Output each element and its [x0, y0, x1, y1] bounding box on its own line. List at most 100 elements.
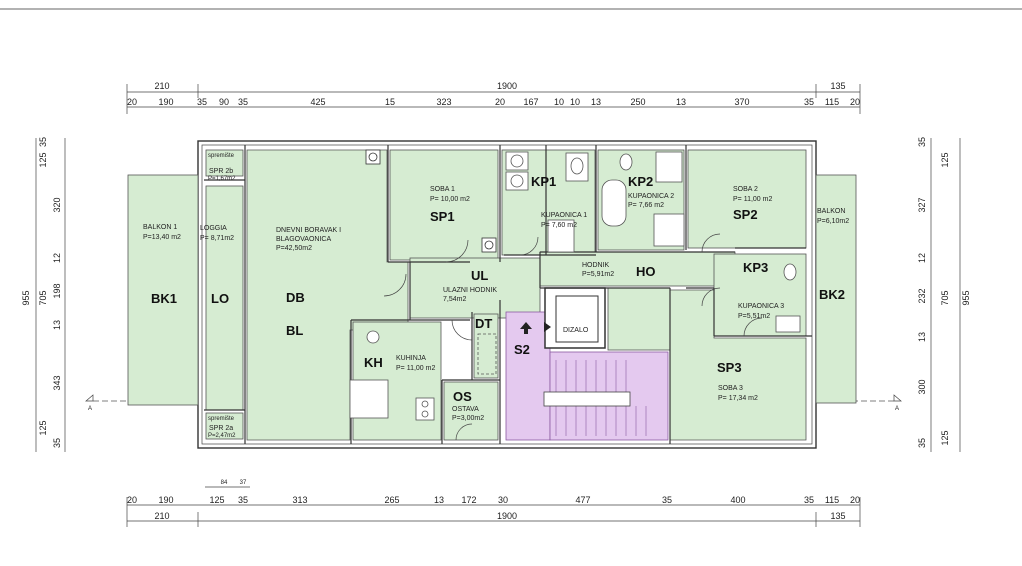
kp1-name: KUPAONICA 1	[541, 212, 587, 219]
dim-left-5: 13	[52, 320, 62, 330]
dim-top-total-1: 210	[154, 81, 169, 91]
dim-bottom-7: 172	[461, 495, 476, 505]
dim-left-8: 35	[52, 438, 62, 448]
dim-bottom-12: 35	[804, 495, 814, 505]
bottom-dimensions: 84 37 20 190 125 35 313 265 13 172 30 47…	[126, 480, 861, 527]
dim-left-6: 343	[52, 375, 62, 390]
room-spr2a	[205, 412, 244, 440]
dim-left-4: 198	[52, 283, 62, 298]
stove-icon	[415, 397, 435, 421]
dim-bottom-9: 477	[575, 495, 590, 505]
doors	[383, 233, 763, 441]
dim-left-0: 35	[38, 137, 48, 147]
room-sp1	[389, 149, 499, 261]
dim-right-total: 955	[961, 290, 971, 305]
sink-kp3-icon	[775, 315, 801, 333]
kh-code: KH	[364, 355, 383, 370]
sp1-name: SOBA 1	[430, 186, 455, 193]
dim-bottom-total-1: 210	[154, 511, 169, 521]
dim-bottom-13: 115	[825, 495, 839, 505]
dim-bottom-0: 20	[127, 495, 137, 505]
sink-kp1-icon	[547, 219, 575, 253]
dim-bottom-5: 265	[384, 495, 399, 505]
dim-right-5: 13	[917, 332, 927, 342]
toilet-kp2-icon	[619, 153, 633, 171]
room-spr2b	[205, 149, 244, 177]
kp1-area: P= 7,60 m2	[541, 222, 577, 229]
dim-top-10: 10	[554, 97, 564, 107]
bk1-name: BALKON 1	[143, 224, 177, 231]
sp1-area: P= 10,00 m2	[430, 196, 470, 203]
dim-left-1: 125	[38, 152, 48, 167]
dim-bottom-total-2: 1900	[497, 511, 517, 521]
sp2-area: P= 11,00 m2	[733, 196, 772, 203]
dim-right-3: 12	[917, 253, 927, 263]
sp3-area: P= 17,34 m2	[718, 395, 758, 402]
kp2-name: KUPAONICA 2	[628, 193, 674, 200]
sp3-code: SP3	[717, 360, 742, 375]
dim-bottom-10: 35	[662, 495, 672, 505]
os-code: OS	[453, 389, 472, 404]
kp3-code: KP3	[743, 260, 768, 275]
dim-top-6: 15	[385, 97, 395, 107]
vent-icon	[481, 237, 497, 253]
inner-walls	[204, 145, 812, 444]
section-marker-right: A	[895, 406, 899, 412]
db-name-2: BLAGOVAONICA	[276, 236, 331, 243]
section-marker-left: A	[88, 406, 92, 412]
chimney-icon	[365, 149, 381, 165]
dim-left-7: 125	[38, 420, 48, 435]
kitchen-island	[349, 379, 389, 419]
toilet-kp3-icon	[783, 263, 797, 281]
dim-top-12: 13	[591, 97, 601, 107]
sp2-name: SOBA 2	[733, 186, 758, 193]
dim-bottom-small-2: 37	[240, 480, 247, 486]
room-ho	[539, 251, 736, 287]
dim-bottom-6: 13	[434, 495, 444, 505]
bk1-area: P=13,40 m2	[143, 234, 181, 241]
dim-top-total-2: 1900	[497, 81, 517, 91]
room-bk1	[127, 174, 199, 406]
sp3-name: SOBA 3	[718, 385, 743, 392]
dim-bottom-total-3: 135	[830, 511, 845, 521]
dim-bottom-2: 125	[209, 495, 224, 505]
labels: BALKON 1 P=13,40 m2 BK1 LOGGIA P= 8,71m2…	[143, 153, 849, 439]
dim-right-2: 327	[917, 197, 927, 212]
dim-top-7: 323	[436, 97, 451, 107]
dim-top-3: 90	[219, 97, 229, 107]
kitchen-sink-icon	[366, 330, 380, 344]
elevator-arrow-icon	[544, 322, 551, 332]
ul-area: 7,54m2	[443, 296, 466, 303]
dim-top-2: 35	[197, 97, 207, 107]
lo-code: LO	[211, 291, 229, 306]
bk2-area: P=6,10m2	[817, 218, 849, 225]
s2-code: S2	[514, 342, 530, 357]
dim-right-0: 35	[917, 137, 927, 147]
dim-left-2: 320	[52, 197, 62, 212]
dim-right-mid: 705	[940, 290, 950, 305]
sink-kp2-icon	[653, 213, 685, 247]
room-loggia	[205, 185, 244, 411]
bl-code: BL	[286, 323, 303, 338]
dim-bottom-4: 313	[292, 495, 307, 505]
room-ul	[409, 257, 541, 319]
dim-left-mid: 705	[38, 290, 48, 305]
top-dimensions: 210 1900 135 20 190 35 90 35 425 15 323 …	[126, 81, 861, 114]
bk2-name: BALKON	[817, 208, 845, 215]
bk2-code: BK2	[819, 287, 845, 302]
spr2b-area: P=1,67m2	[208, 176, 236, 182]
sp1-code: SP1	[430, 209, 455, 224]
lo-area: P= 8,71m2	[200, 235, 234, 242]
kh-area: P= 11,00 m2	[396, 365, 435, 372]
dim-bottom-3: 35	[238, 495, 248, 505]
spr2a-area: P=2,47m2	[208, 433, 236, 439]
elevator-car	[555, 295, 599, 343]
dim-top-9: 167	[523, 97, 538, 107]
dim-top-5: 425	[310, 97, 325, 107]
dim-top-4: 35	[238, 97, 248, 107]
dt-code: DT	[475, 316, 492, 331]
left-dimensions: 955 35 125 320 12 198 705 13 343 125 35	[21, 137, 66, 452]
dim-right-7: 125	[940, 430, 950, 445]
dim-right-8: 35	[917, 438, 927, 448]
dim-right-6: 300	[917, 379, 927, 394]
